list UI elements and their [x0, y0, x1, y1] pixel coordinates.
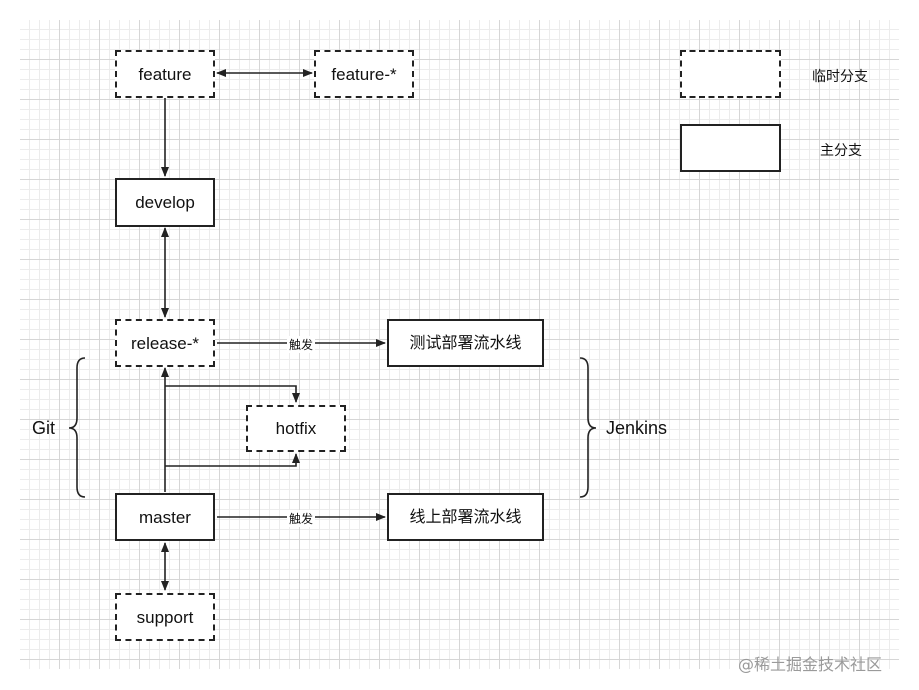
node-prod-pipeline[interactable]: 线上部署流水线	[387, 493, 544, 541]
node-test-pipeline[interactable]: 测试部署流水线	[387, 319, 544, 367]
legend-temporary-swatch	[680, 50, 781, 98]
node-feature[interactable]: feature	[115, 50, 215, 98]
group-label-git: Git	[32, 418, 56, 438]
edge-label-master-trigger: 触发	[287, 510, 316, 527]
git-brace	[68, 357, 86, 498]
node-hotfix[interactable]: hotfix	[246, 405, 346, 452]
legend-main-label: 主分支	[820, 143, 862, 159]
node-develop[interactable]: develop	[115, 178, 215, 227]
edge-release-hotfix	[165, 385, 300, 403]
node-release[interactable]: release-*	[115, 319, 215, 367]
legend-temporary-label: 临时分支	[812, 69, 868, 85]
legend-main-swatch	[680, 124, 781, 172]
group-label-jenkins: Jenkins	[606, 418, 668, 438]
node-master[interactable]: master	[115, 493, 215, 541]
watermark: @稀土掘金技术社区	[738, 655, 883, 674]
jenkins-brace	[579, 357, 597, 498]
node-support[interactable]: support	[115, 593, 215, 641]
node-feature-star[interactable]: feature-*	[314, 50, 414, 98]
edge-label-release-trigger: 触发	[287, 336, 316, 353]
edge-master-hotfix	[165, 453, 300, 467]
